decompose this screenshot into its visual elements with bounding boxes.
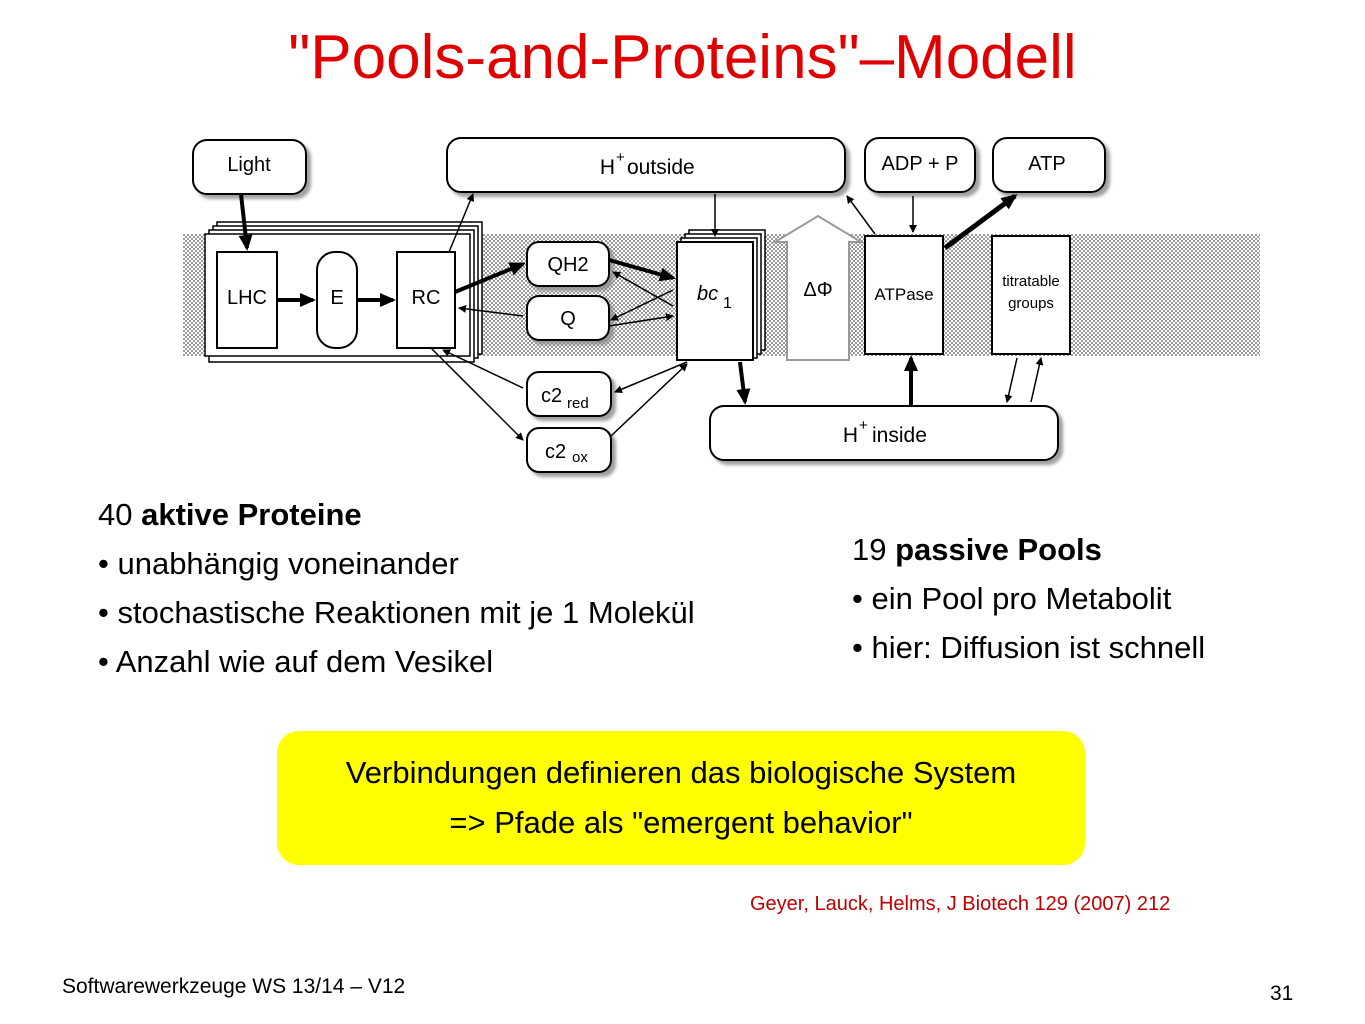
- lhc-label: LHC: [227, 287, 267, 309]
- proteins-heading-text: aktive Proteine: [141, 497, 362, 532]
- rc-box: [396, 251, 456, 349]
- c2ox-sub: ox: [572, 449, 588, 466]
- rc-label: RC: [412, 287, 441, 309]
- titratable-label-2: groups: [1008, 295, 1054, 312]
- page-title: "Pools-and-Proteins"–Modell: [288, 23, 1077, 92]
- delta-phi-label: ΔΦ: [803, 279, 832, 301]
- atpase-box: [864, 235, 944, 355]
- highlight-box: Verbindungen definieren das biologische …: [277, 731, 1085, 865]
- highlight-line-1: Verbindungen definieren das biologische …: [345, 755, 1017, 790]
- highlight-line-2: => Pfade als "emergent behavior": [449, 805, 913, 840]
- adp-label: ADP + P: [882, 153, 959, 175]
- h-inside-label: inside: [872, 424, 927, 447]
- titratable-box: [991, 235, 1071, 355]
- lhc-box: [216, 251, 278, 349]
- qh2-pool: [526, 241, 610, 287]
- h-outside-label: outside: [627, 156, 695, 179]
- light-pool: [192, 139, 307, 195]
- citation: Geyer, Lauck, Helms, J Biotech 129 (2007…: [750, 893, 1171, 915]
- titratable-label-1: titratable: [1002, 273, 1060, 290]
- reaction-arrows: [238, 193, 1044, 441]
- proteins-bullet: • stochastische Reaktionen mit je 1 Mole…: [98, 595, 695, 630]
- pools-bullet: • ein Pool pro Metabolit: [852, 581, 1172, 616]
- light-label: Light: [227, 154, 271, 176]
- atpase-label: ATPase: [874, 285, 933, 304]
- footer-course: Softwarewerkzeuge WS 13/14 – V12: [62, 975, 406, 998]
- qh2-label: QH2: [547, 254, 588, 276]
- q-label: Q: [560, 308, 576, 330]
- pools-list: 19 passive Pools • ein Pool pro Metaboli…: [852, 525, 1205, 672]
- pools-heading: 19 passive Pools: [852, 525, 1205, 574]
- h-outside-plus: +: [616, 149, 625, 166]
- h-outside-h: H: [600, 156, 615, 179]
- c2red-pool: [526, 371, 612, 417]
- atp-label: ATP: [1028, 153, 1065, 175]
- c2ox-label: c2: [545, 441, 566, 463]
- proteins-count: 40: [98, 497, 133, 532]
- atp-pool: [992, 137, 1106, 193]
- e-label: E: [330, 287, 343, 309]
- proteins-bullet: • Anzahl wie auf dem Vesikel: [98, 644, 494, 679]
- page-number: 31: [1270, 982, 1294, 1005]
- proteins-bullet: • unabhängig voneinander: [98, 546, 459, 581]
- delta-phi-arrow: [771, 214, 865, 361]
- q-pool: [526, 295, 610, 341]
- pools-heading-text: passive Pools: [895, 532, 1102, 567]
- bc1-label: bc: [697, 283, 718, 305]
- h-outside-pool: [446, 137, 846, 193]
- proteins-heading: 40 aktive Proteine: [98, 490, 695, 539]
- adp-pool: [864, 137, 976, 193]
- c2red-label: c2: [541, 385, 562, 407]
- c2ox-pool: [526, 427, 612, 473]
- bc1-box: [676, 241, 754, 361]
- h-inside-pool: [709, 405, 1059, 461]
- c2red-sub: red: [567, 395, 589, 412]
- h-inside-plus: +: [859, 417, 868, 434]
- pools-bullet: • hier: Diffusion ist schnell: [852, 630, 1206, 665]
- pools-count: 19: [852, 532, 887, 567]
- h-inside-h: H: [843, 424, 858, 447]
- bc1-sub: 1: [723, 295, 732, 312]
- proteins-list: 40 aktive Proteine • unabhängig voneinan…: [98, 490, 695, 686]
- pools-proteins-diagram: Light H + outside ADP + P ATP LHC E RC Q…: [183, 137, 1270, 473]
